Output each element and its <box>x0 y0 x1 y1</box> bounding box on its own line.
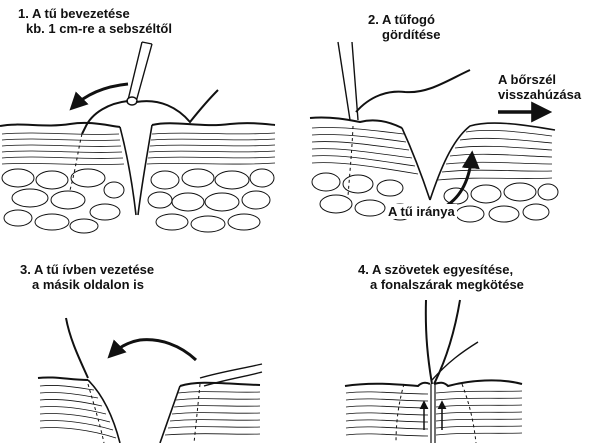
panel-2-needle-path <box>348 126 353 196</box>
step-1-detail: kb. 1 cm-re a sebszéltől <box>18 21 172 36</box>
panel-3-dermis-lines <box>40 385 260 438</box>
panel-4-loop-right <box>462 384 476 443</box>
panel-1-suture-thread <box>136 90 218 122</box>
panel-4-suture-thread-right <box>434 300 460 384</box>
panel-4-skin-left <box>345 383 430 386</box>
panel-2-wound-right <box>430 123 555 200</box>
panel-2-dermis-lines <box>312 127 552 180</box>
panel-4-wound-closure <box>431 384 435 443</box>
step-3-label: 3. A tű ívben vezetése a másik oldalon i… <box>20 262 154 292</box>
needle-direction-text: A tű iránya <box>388 204 455 219</box>
step-3-detail: a másik oldalon is <box>20 277 154 292</box>
panel-3-skin-left <box>38 377 88 380</box>
step-2-title: 2. A tűfogó <box>368 12 441 27</box>
panel-1 <box>0 42 275 233</box>
panel-2-suture-thread <box>356 70 470 112</box>
panel-2 <box>310 42 558 222</box>
panel-1-skin-left <box>0 123 120 127</box>
panel-4-suture-thread-left <box>426 300 432 384</box>
panel-1-dermis-lines <box>2 133 275 165</box>
panel-2-wound-left <box>402 128 430 200</box>
panel-1-rotation-arrow <box>72 84 128 108</box>
panel-4 <box>345 300 522 443</box>
panel-1-fat-cells <box>2 169 274 233</box>
panel-4-skin-right <box>434 380 522 386</box>
step-4-detail: a fonalszárak megkötése <box>358 277 524 292</box>
skin-edge-line1: A bőrszél <box>498 72 581 87</box>
panel-1-needle-holder <box>128 42 152 102</box>
step-1-label: 1. A tű bevezetése kb. 1 cm-re a sebszél… <box>18 6 172 36</box>
panel-1-wound-right-edge <box>138 125 152 215</box>
panel-2-skin-left <box>310 117 402 128</box>
skin-edge-line2: visszahúzása <box>498 87 581 102</box>
panel-1-wound-left-edge <box>120 127 136 215</box>
step-3-title: 3. A tű ívben vezetése <box>20 262 154 277</box>
panel-1-needle-path <box>70 134 82 190</box>
panel-3-skin-right <box>180 383 260 386</box>
step-2-label: 2. A tűfogó gördítése <box>368 12 441 42</box>
needle-direction-label: A tű iránya <box>386 204 457 219</box>
step-2-detail: gördítése <box>368 27 441 42</box>
panel-3-curve-arrow <box>110 340 196 360</box>
step-4-title: 4. A szövetek egyesítése, <box>358 262 524 277</box>
skin-edge-retraction-label: A bőrszél visszahúzása <box>498 72 581 102</box>
step-1-title: 1. A tű bevezetése <box>18 6 172 21</box>
panel-3 <box>38 318 262 443</box>
panel-4-dermis-lines <box>346 391 522 436</box>
panel-1-skin-right <box>152 123 275 125</box>
panel-2-needle-holder <box>338 42 358 120</box>
panel-3-suture-thread <box>66 318 88 378</box>
step-4-label: 4. A szövetek egyesítése, a fonalszárak … <box>358 262 524 292</box>
